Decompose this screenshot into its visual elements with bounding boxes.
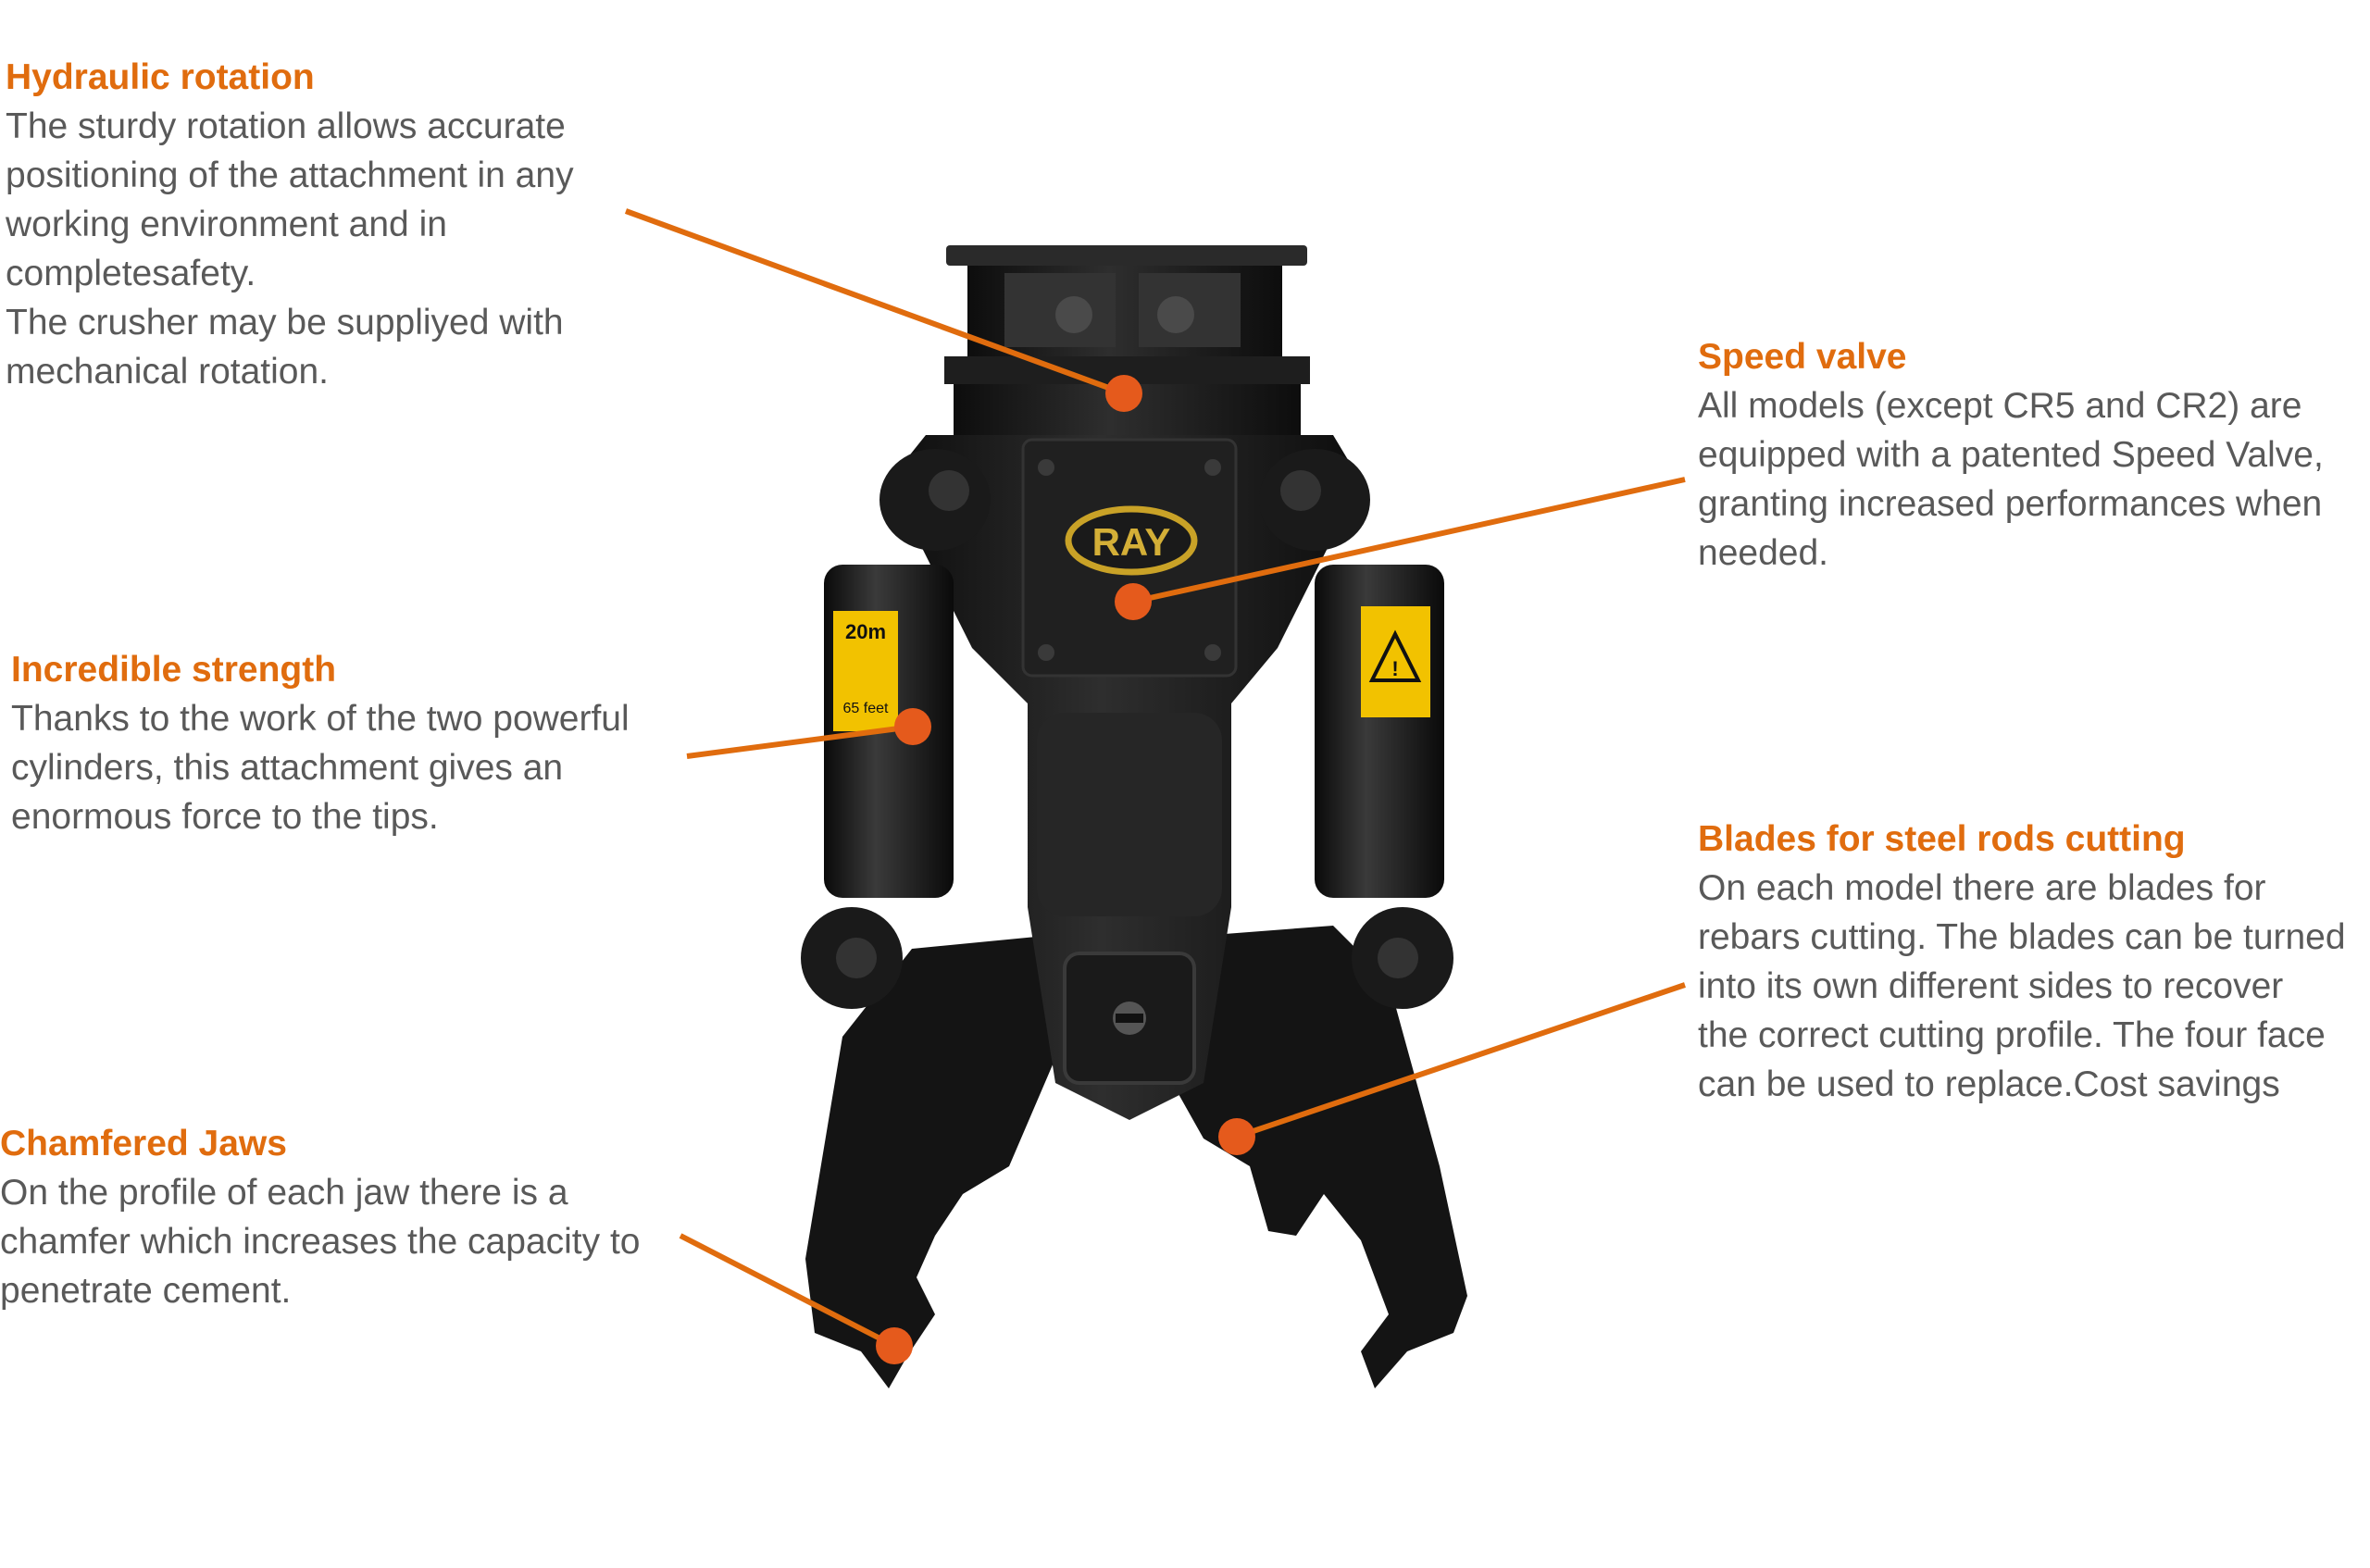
feature-text-line: On each model there are blades for xyxy=(1698,868,2266,908)
feature-text-line: On the profile of each jaw there is a xyxy=(0,1173,568,1213)
lower-body xyxy=(1037,713,1222,916)
feature-text-line: penetrate cement. xyxy=(0,1271,292,1311)
callout-line-hydraulic-rotation xyxy=(624,208,1126,396)
callout-dot-blades xyxy=(1218,1118,1255,1155)
rotator-top-plate xyxy=(946,245,1307,266)
feature-text-line: Thanks to the work of the two powerful xyxy=(11,699,630,739)
svg-text:65 feet: 65 feet xyxy=(843,701,889,716)
feature-text-line: completesafety. xyxy=(6,254,256,293)
callout-line-incredible-strength xyxy=(686,724,914,759)
feature-hydraulic-rotation: Hydraulic rotation The sturdy rotation a… xyxy=(6,54,654,396)
callout-line-chamfered-jaws xyxy=(679,1233,896,1349)
feature-text-line: positioning of the attachment in any xyxy=(6,156,574,195)
svg-text:RAY: RAY xyxy=(1092,520,1171,564)
feature-text-line: rebars cutting. The blades can be turned xyxy=(1698,917,2346,957)
feature-text-line: the correct cutting profile. The four fa… xyxy=(1698,1015,2326,1055)
feature-title: Hydraulic rotation xyxy=(6,57,315,97)
feature-text-line: cylinders, this attachment gives an xyxy=(11,748,564,788)
feature-text-line: granting increased performances when xyxy=(1698,484,2323,524)
feature-title: Chamfered Jaws xyxy=(0,1124,287,1164)
right-jaw xyxy=(1162,926,1467,1388)
feature-incredible-strength: Incredible strength Thanks to the work o… xyxy=(11,646,696,841)
left-jaw xyxy=(805,935,1065,1388)
feature-text-line: chamfer which increases the capacity to xyxy=(0,1222,641,1262)
feature-text-line: into its own different sides to recover xyxy=(1698,966,2284,1006)
feature-blades-steel-rods-cutting: Blades for steel rods cutting On each mo… xyxy=(1698,815,2370,1109)
feature-text-line: can be used to replace.Cost savings xyxy=(1698,1064,2280,1104)
feature-text-line: equipped with a patented Speed Valve, xyxy=(1698,435,2324,475)
feature-text-line: enormous force to the tips. xyxy=(11,797,439,837)
callout-line-blades xyxy=(1236,982,1686,1139)
feature-text-line: All models (except CR5 and CR2) are xyxy=(1698,386,2302,426)
feature-text-line: working environment and in xyxy=(6,205,447,244)
callout-dot-incredible-strength xyxy=(894,708,931,745)
callout-line-speed-valve xyxy=(1132,477,1686,604)
callout-dot-hydraulic-rotation xyxy=(1105,375,1142,412)
right-cylinder xyxy=(1259,449,1453,1009)
svg-text:20m: 20m xyxy=(845,620,886,643)
callout-dot-speed-valve xyxy=(1115,583,1152,620)
warning-decal-hazard: ! xyxy=(1361,606,1430,717)
feature-speed-valve: Speed valve All models (except CR5 and C… xyxy=(1698,333,2364,578)
feature-text-line: The crusher may be suppliyed with xyxy=(6,303,564,342)
feature-title: Incredible strength xyxy=(11,650,337,690)
feature-title: Speed valve xyxy=(1698,337,1907,377)
ray-logo: RAY xyxy=(1065,505,1198,576)
feature-title: Blades for steel rods cutting xyxy=(1698,819,2186,859)
callout-dot-chamfered-jaws xyxy=(876,1327,913,1364)
feature-text-line: The sturdy rotation allows accurate xyxy=(6,106,566,146)
feature-text-line: mechanical rotation. xyxy=(6,352,330,392)
svg-text:!: ! xyxy=(1391,657,1398,680)
feature-chamfered-jaws: Chamfered Jaws On the profile of each ja… xyxy=(0,1120,685,1315)
warning-decal-distance: 20m 65 feet xyxy=(833,611,898,731)
feature-text-line: needed. xyxy=(1698,533,1828,573)
